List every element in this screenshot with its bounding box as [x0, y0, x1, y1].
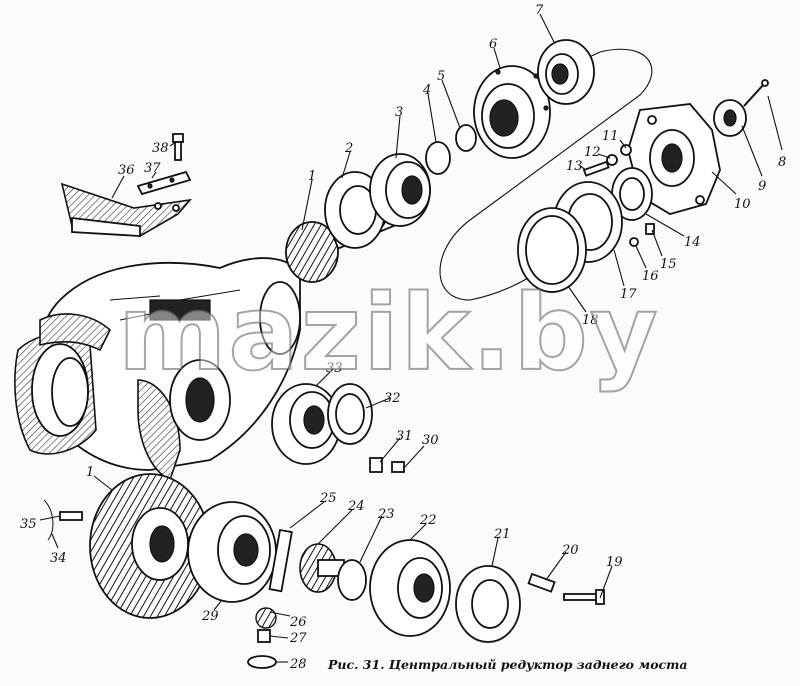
side-gear-washer-part [337, 559, 367, 601]
callout-label: 10 [734, 197, 751, 212]
callout-label: 35 [20, 517, 37, 532]
callout-label: 24 [347, 499, 365, 514]
callout-label: 19 [606, 555, 623, 570]
callout-label: 18 [582, 313, 599, 328]
cap-bolt-part [645, 223, 655, 235]
roller-bearing-part [537, 39, 595, 105]
stud-bolt-part [582, 160, 610, 177]
callout-label: 11 [602, 129, 619, 144]
lock-washer-part [43, 499, 54, 541]
spacer-ring-part [455, 124, 477, 152]
callout-label: 5 [437, 69, 445, 84]
callout-label: 8 [778, 155, 786, 170]
callout-label: 20 [561, 543, 579, 558]
bearing-flange-part [455, 565, 521, 643]
oil-seal-part [611, 167, 653, 221]
callout-label: 25 [319, 491, 337, 506]
ring-gear-part [89, 473, 211, 619]
callout-label: 15 [660, 257, 677, 272]
leader-lines [39, 13, 783, 663]
callout-label: 29 [201, 609, 219, 624]
callout-label: 27 [289, 631, 307, 646]
castle-nut-part [713, 99, 747, 137]
callout-label: 22 [419, 513, 437, 528]
diff-case-left-part [187, 501, 277, 603]
callout-label: 14 [684, 235, 701, 250]
plate-part [136, 170, 192, 196]
lock-bolt-part [391, 461, 405, 473]
callout-label: 2 [344, 141, 353, 156]
flange-bolt-part [563, 589, 605, 605]
callout-label: 3 [395, 105, 403, 120]
callout-label: 12 [584, 145, 601, 160]
callout-label: 26 [289, 615, 307, 630]
callout-label: 31 [396, 429, 413, 444]
callout-label: 16 [642, 269, 659, 284]
callout-label: 17 [620, 287, 637, 302]
taper-bearing-part [369, 153, 431, 227]
side-gear-part [299, 543, 345, 593]
lock-plate-part [369, 457, 383, 473]
callout-label: 32 [384, 391, 401, 406]
callout-label: 21 [493, 527, 511, 542]
callout-label: 9 [758, 179, 766, 194]
callout-label: 30 [422, 433, 439, 448]
callout-label: 38 [152, 141, 169, 156]
callout-label: 13 [566, 159, 583, 174]
flange-lock-part [527, 572, 556, 593]
nut-part [606, 154, 618, 166]
bolt-part [172, 133, 184, 161]
bearing-ring-part [425, 141, 451, 175]
diff-pinion-part [255, 607, 277, 629]
spring-washer-part [629, 237, 639, 247]
callout-label: 33 [326, 361, 343, 376]
callout-label: 37 [144, 161, 161, 176]
diff-case-right-part [369, 539, 451, 637]
thrust-washer-part [247, 655, 277, 669]
housing-part [14, 257, 301, 482]
callout-label: 1 [308, 169, 316, 184]
cover-gasket-part [517, 207, 587, 293]
callout-label: 28 [289, 657, 307, 672]
callout-label: 4 [422, 83, 431, 98]
washer-part [620, 144, 632, 156]
bracket-part [60, 182, 192, 237]
adjusting-ring-part [327, 383, 373, 445]
bearing-cup-part [473, 65, 551, 159]
callout-label: 34 [50, 551, 67, 566]
cotter-pin-part [743, 79, 769, 107]
callout-label: 6 [489, 37, 497, 52]
callout-label: 1 [86, 465, 94, 480]
spider-cross-part [268, 528, 293, 593]
callout-label: 36 [118, 163, 135, 178]
ring-gear-bolt-part [59, 511, 83, 521]
callout-label: 23 [377, 507, 395, 522]
figure-caption: Рис. 31. Центральный редуктор заднего мо… [328, 657, 688, 672]
pinion-bushing-part [257, 629, 271, 643]
callout-label: 7 [535, 3, 544, 18]
